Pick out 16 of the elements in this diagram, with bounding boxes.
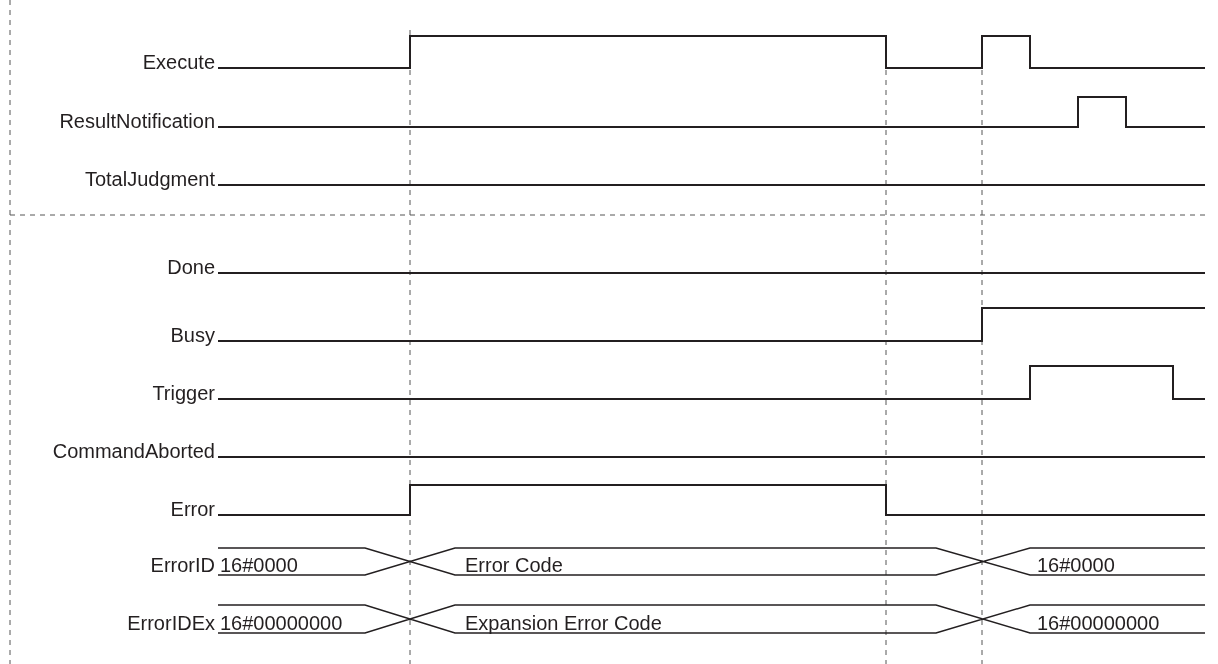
signal-label: Trigger: [152, 381, 215, 405]
signal-label: ResultNotification: [59, 109, 215, 133]
signal-label: TotalJudgment: [84, 167, 215, 191]
signal-label: CommandAborted: [52, 439, 215, 463]
bus-value: Expansion Error Code: [465, 611, 662, 635]
bus-value: 16#00000000: [220, 611, 343, 635]
bus-value: Error Code: [465, 553, 563, 577]
bus-value: 16#0000: [1037, 553, 1115, 577]
signal-label: Error: [170, 497, 215, 521]
bus-value: 16#0000: [220, 553, 298, 577]
signal-label: ErrorIDEx: [127, 611, 215, 635]
signal-label: Busy: [170, 323, 215, 347]
bus-value: 16#00000000: [1037, 611, 1160, 635]
signal-label: Done: [167, 255, 215, 279]
signal-label: ErrorID: [150, 553, 215, 577]
signal-label: Execute: [142, 50, 215, 74]
